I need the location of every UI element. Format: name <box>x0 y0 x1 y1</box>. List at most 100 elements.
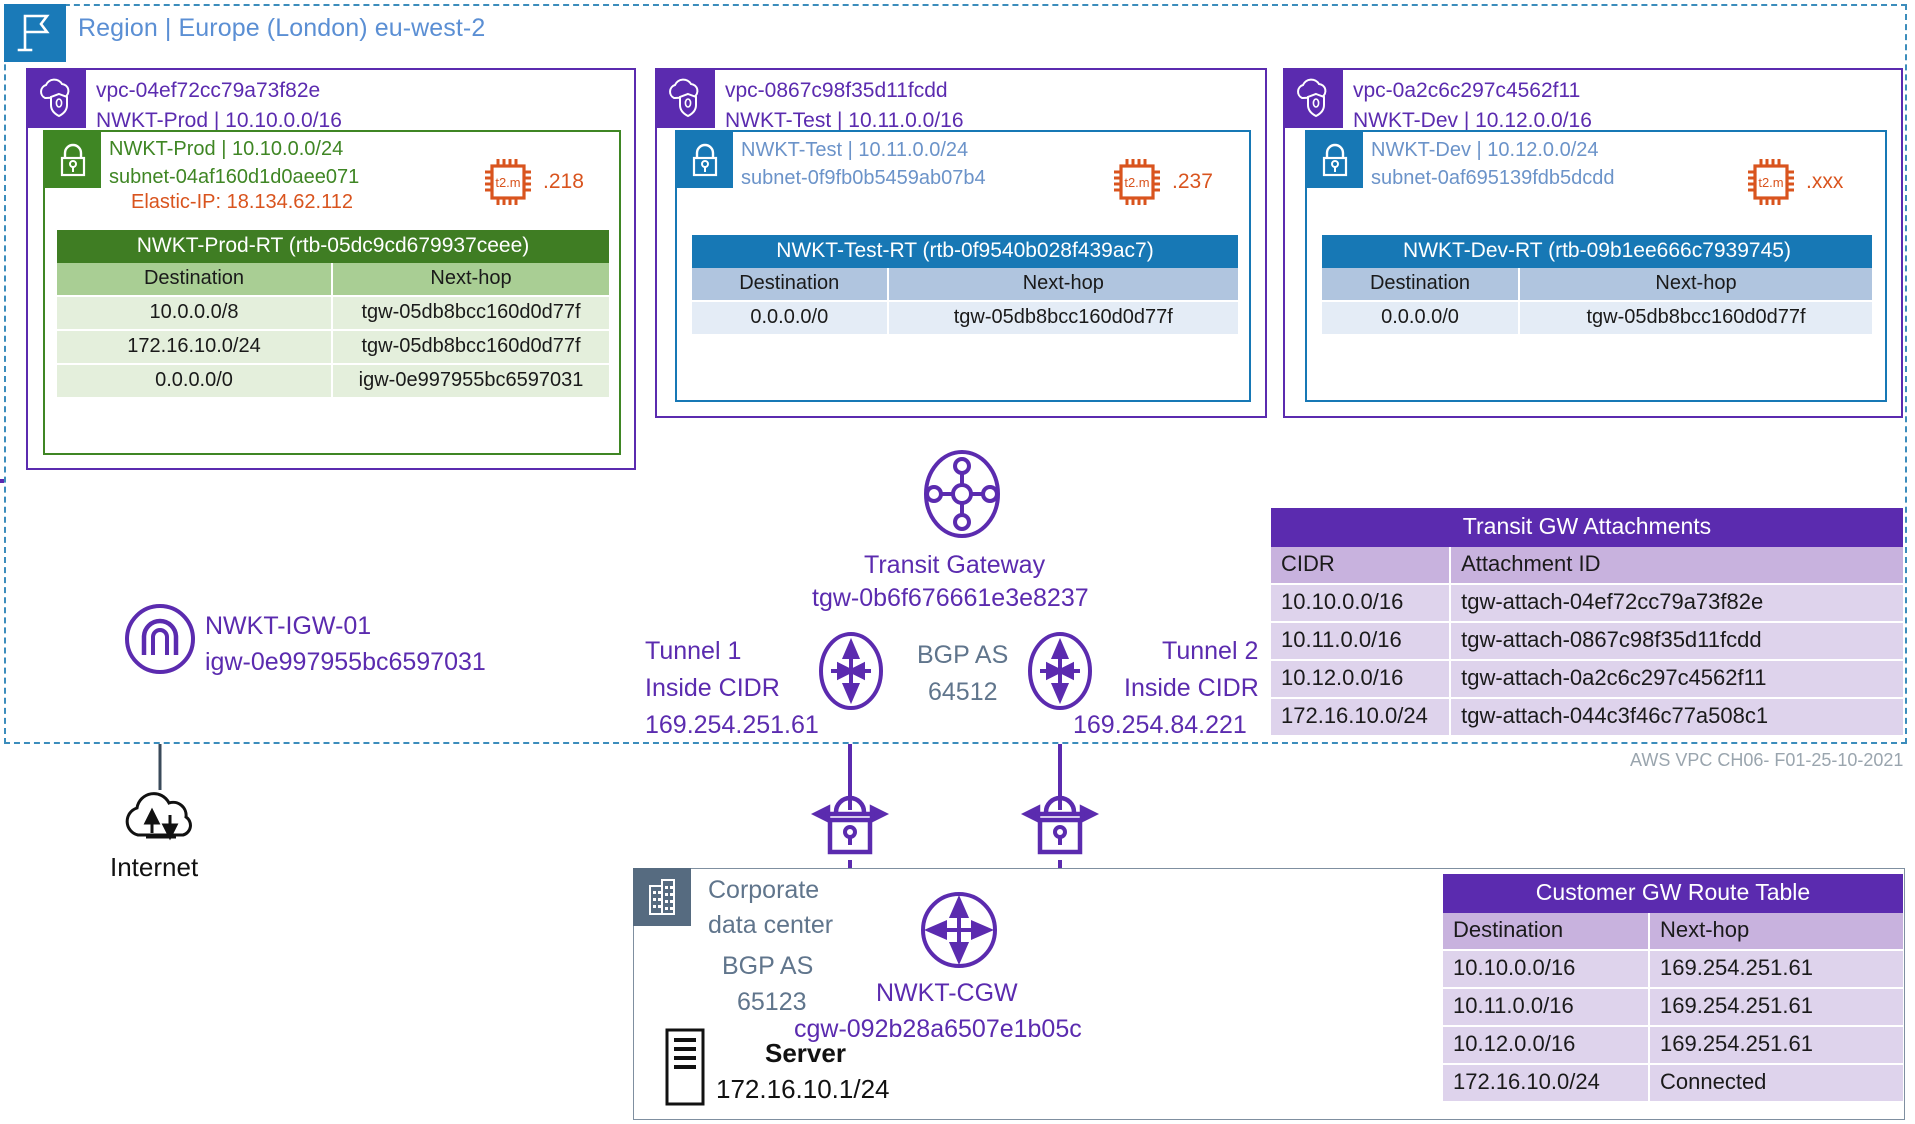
rt-dev-col-nexthop: Next-hop <box>1520 268 1872 300</box>
ec2-ip-suffix-prod: .218 <box>543 170 584 193</box>
tunnel-1-cidr-label: Inside CIDR <box>645 674 780 702</box>
server-label: Server <box>765 1038 846 1068</box>
table-row: 10.12.0.0/16 tgw-attach-0a2c6c297c4562f1… <box>1271 659 1903 697</box>
transit-gateway-label: Transit Gateway <box>864 551 1046 579</box>
vpc-test-id: vpc-0867c98f35d11fcdd <box>725 79 948 102</box>
subnet-test-container: NWKT-Test | 10.11.0.0/24 subnet-0f9fb0b5… <box>675 130 1251 402</box>
vpc-test-container: vpc-0867c98f35d11fcdd NWKT-Test | 10.11.… <box>655 68 1267 418</box>
svg-text:t2.m: t2.m <box>495 175 520 190</box>
tunnel-2-name: Tunnel 2 <box>1162 637 1259 665</box>
rt-prod-dest-0: 10.0.0.0/8 <box>57 295 333 329</box>
rt-prod-hop-1: tgw-05db8bcc160d0d77f <box>333 329 609 363</box>
igw-name: NWKT-IGW-01 <box>205 612 372 640</box>
transit-gateway-icon[interactable] <box>917 450 1007 538</box>
table-row: 10.10.0.0/16 169.254.251.61 <box>1443 949 1903 987</box>
data-center-building-icon <box>633 868 691 926</box>
table-row: 10.12.0.0/16 169.254.251.61 <box>1443 1025 1903 1063</box>
ec2-chip-icon: t2.m <box>485 159 531 205</box>
cgw-rt-title: Customer GW Route Table <box>1443 874 1903 913</box>
table-row: 0.0.0.0/0 tgw-05db8bcc160d0d77f <box>1322 300 1872 334</box>
subnet-lock-icon <box>45 132 101 188</box>
route-table-prod-title: NWKT-Prod-RT (rtb-05dc9cd679937ceee) <box>57 230 609 263</box>
ec2-instance-dev: t2.m .xxx <box>1743 154 1843 210</box>
table-row: 0.0.0.0/0 igw-0e997955bc6597031 <box>57 363 609 397</box>
cgw-rt-hop-0: 169.254.251.61 <box>1650 949 1903 987</box>
vpc-dev-name-cidr: NWKT-Dev | 10.12.0.0/16 <box>1353 109 1592 132</box>
tunnel-1-vpn-icon[interactable] <box>817 631 885 711</box>
rt-prod-dest-2: 0.0.0.0/0 <box>57 363 333 397</box>
cgw-rt-hop-2: 169.254.251.61 <box>1650 1025 1903 1063</box>
cgw-name: NWKT-CGW <box>876 979 1018 1007</box>
rt-test-dest-0: 0.0.0.0/0 <box>692 300 889 334</box>
bgp-as-value-cgw: 65123 <box>737 988 807 1016</box>
cgw-rt-col-nexthop: Next-hop <box>1650 913 1903 949</box>
tgw-attach-col-id: Attachment ID <box>1451 547 1903 583</box>
vpc-test-name-cidr: NWKT-Test | 10.11.0.0/16 <box>725 109 964 132</box>
tunnel-2-cidr: 169.254.84.221 <box>1073 711 1247 739</box>
vpc-dev-id: vpc-0a2c6c297c4562f11 <box>1353 79 1581 102</box>
cgw-rt-hop-1: 169.254.251.61 <box>1650 987 1903 1025</box>
vpn-connection-2-icon[interactable] <box>1020 786 1100 862</box>
cgw-rt-hop-3: Connected <box>1650 1063 1903 1101</box>
cgw-rt-dest-0: 10.10.0.0/16 <box>1443 949 1650 987</box>
route-table-prod: NWKT-Prod-RT (rtb-05dc9cd679937ceee) Des… <box>57 230 609 397</box>
cgw-rt-dest-3: 172.16.10.0/24 <box>1443 1063 1650 1101</box>
customer-gw-route-table: Customer GW Route Table Destination Next… <box>1443 874 1903 1101</box>
vpc-prod-name-cidr: NWKT-Prod | 10.10.0.0/16 <box>96 109 342 132</box>
vpc-test-title: vpc-0867c98f35d11fcdd NWKT-Test | 10.11.… <box>725 76 964 136</box>
ec2-ip-suffix-test: .237 <box>1172 170 1213 193</box>
table-row: 172.16.10.0/24 tgw-attach-044c3f46c77a50… <box>1271 697 1903 735</box>
tgw-attach-col-cidr: CIDR <box>1271 547 1452 583</box>
table-row: 10.11.0.0/16 169.254.251.61 <box>1443 987 1903 1025</box>
subnet-prod-elastic-ip: Elastic-IP: 18.134.62.112 <box>131 191 353 213</box>
route-table-test-title: NWKT-Test-RT (rtb-0f9540b028f439ac7) <box>692 235 1238 268</box>
vpc-dev-container: vpc-0a2c6c297c4562f11 NWKT-Dev | 10.12.0… <box>1283 68 1903 418</box>
tgw-attach-id-2: tgw-attach-0a2c6c297c4562f11 <box>1451 659 1903 697</box>
table-row: 10.11.0.0/16 tgw-attach-0867c98f35d11fcd… <box>1271 621 1903 659</box>
svg-text:t2.m: t2.m <box>1124 175 1149 190</box>
subnet-dev-name-cidr: NWKT-Dev | 10.12.0.0/24 <box>1371 139 1599 161</box>
ec2-instance-prod: t2.m .218 <box>480 154 584 210</box>
tgw-attach-id-0: tgw-attach-04ef72cc79a73f82e <box>1451 583 1903 621</box>
tunnel-1-name: Tunnel 1 <box>645 637 742 665</box>
transit-gateway-id: tgw-0b6f676661e3e8237 <box>812 584 1089 612</box>
internet-gateway-icon[interactable] <box>122 601 198 677</box>
table-row: 172.16.10.0/24 tgw-05db8bcc160d0d77f <box>57 329 609 363</box>
rt-test-col-destination: Destination <box>692 268 889 300</box>
table-row: 10.10.0.0/16 tgw-attach-04ef72cc79a73f82… <box>1271 583 1903 621</box>
vpc-icon <box>657 70 715 128</box>
tgw-attach-cidr-1: 10.11.0.0/16 <box>1271 621 1452 659</box>
cgw-id: cgw-092b28a6507e1b05c <box>794 1015 1082 1043</box>
table-row: 172.16.10.0/24 Connected <box>1443 1063 1903 1101</box>
subnet-dev-id: subnet-0af695139fdb5dcdd <box>1371 167 1615 189</box>
cgw-rt-col-destination: Destination <box>1443 913 1650 949</box>
rt-prod-col-nexthop: Next-hop <box>333 263 609 295</box>
subnet-prod-container: NWKT-Prod | 10.10.0.0/24 subnet-04af160d… <box>43 130 621 455</box>
vpn-connection-1-icon[interactable] <box>810 786 890 862</box>
region-label: Region | Europe (London) eu-west-2 <box>78 14 486 42</box>
tgw-attach-cidr-2: 10.12.0.0/16 <box>1271 659 1452 697</box>
customer-gateway-icon[interactable] <box>917 888 1001 972</box>
internet-label: Internet <box>110 852 199 882</box>
ec2-chip-icon: t2.m <box>1748 159 1794 205</box>
rt-test-col-nexthop: Next-hop <box>888 268 1238 300</box>
tunnel-2-cidr-label: Inside CIDR <box>1124 674 1259 702</box>
rt-dev-hop-0: tgw-05db8bcc160d0d77f <box>1520 300 1872 334</box>
footer-caption: AWS VPC CH06- F01-25-10-2021 <box>1630 750 1904 770</box>
vpc-dev-title: vpc-0a2c6c297c4562f11 NWKT-Dev | 10.12.0… <box>1353 76 1592 136</box>
ec2-instance-test: t2.m .237 <box>1109 154 1213 210</box>
tunnel-2-vpn-icon[interactable] <box>1026 631 1094 711</box>
subnet-test-id: subnet-0f9fb0b5459ab07b4 <box>741 167 986 189</box>
tunnel-1-cidr: 169.254.251.61 <box>645 711 819 739</box>
internet-cloud-icon <box>122 785 202 847</box>
rt-test-hop-0: tgw-05db8bcc160d0d77f <box>888 300 1238 334</box>
subnet-dev-container: NWKT-Dev | 10.12.0.0/24 subnet-0af695139… <box>1305 130 1887 402</box>
bgp-as-value-aws: 64512 <box>928 678 998 706</box>
route-table-dev-title: NWKT-Dev-RT (rtb-09b1ee666c7939745) <box>1322 235 1872 268</box>
table-row: 10.0.0.0/8 tgw-05db8bcc160d0d77f <box>57 295 609 329</box>
subnet-prod-name-cidr: NWKT-Prod | 10.10.0.0/24 <box>109 138 344 160</box>
tgw-attach-id-1: tgw-attach-0867c98f35d11fcdd <box>1451 621 1903 659</box>
transit-gw-attachments-table: Transit GW Attachments CIDR Attachment I… <box>1271 508 1903 735</box>
svg-text:t2.m: t2.m <box>1758 175 1783 190</box>
tgw-attach-cidr-0: 10.10.0.0/16 <box>1271 583 1452 621</box>
